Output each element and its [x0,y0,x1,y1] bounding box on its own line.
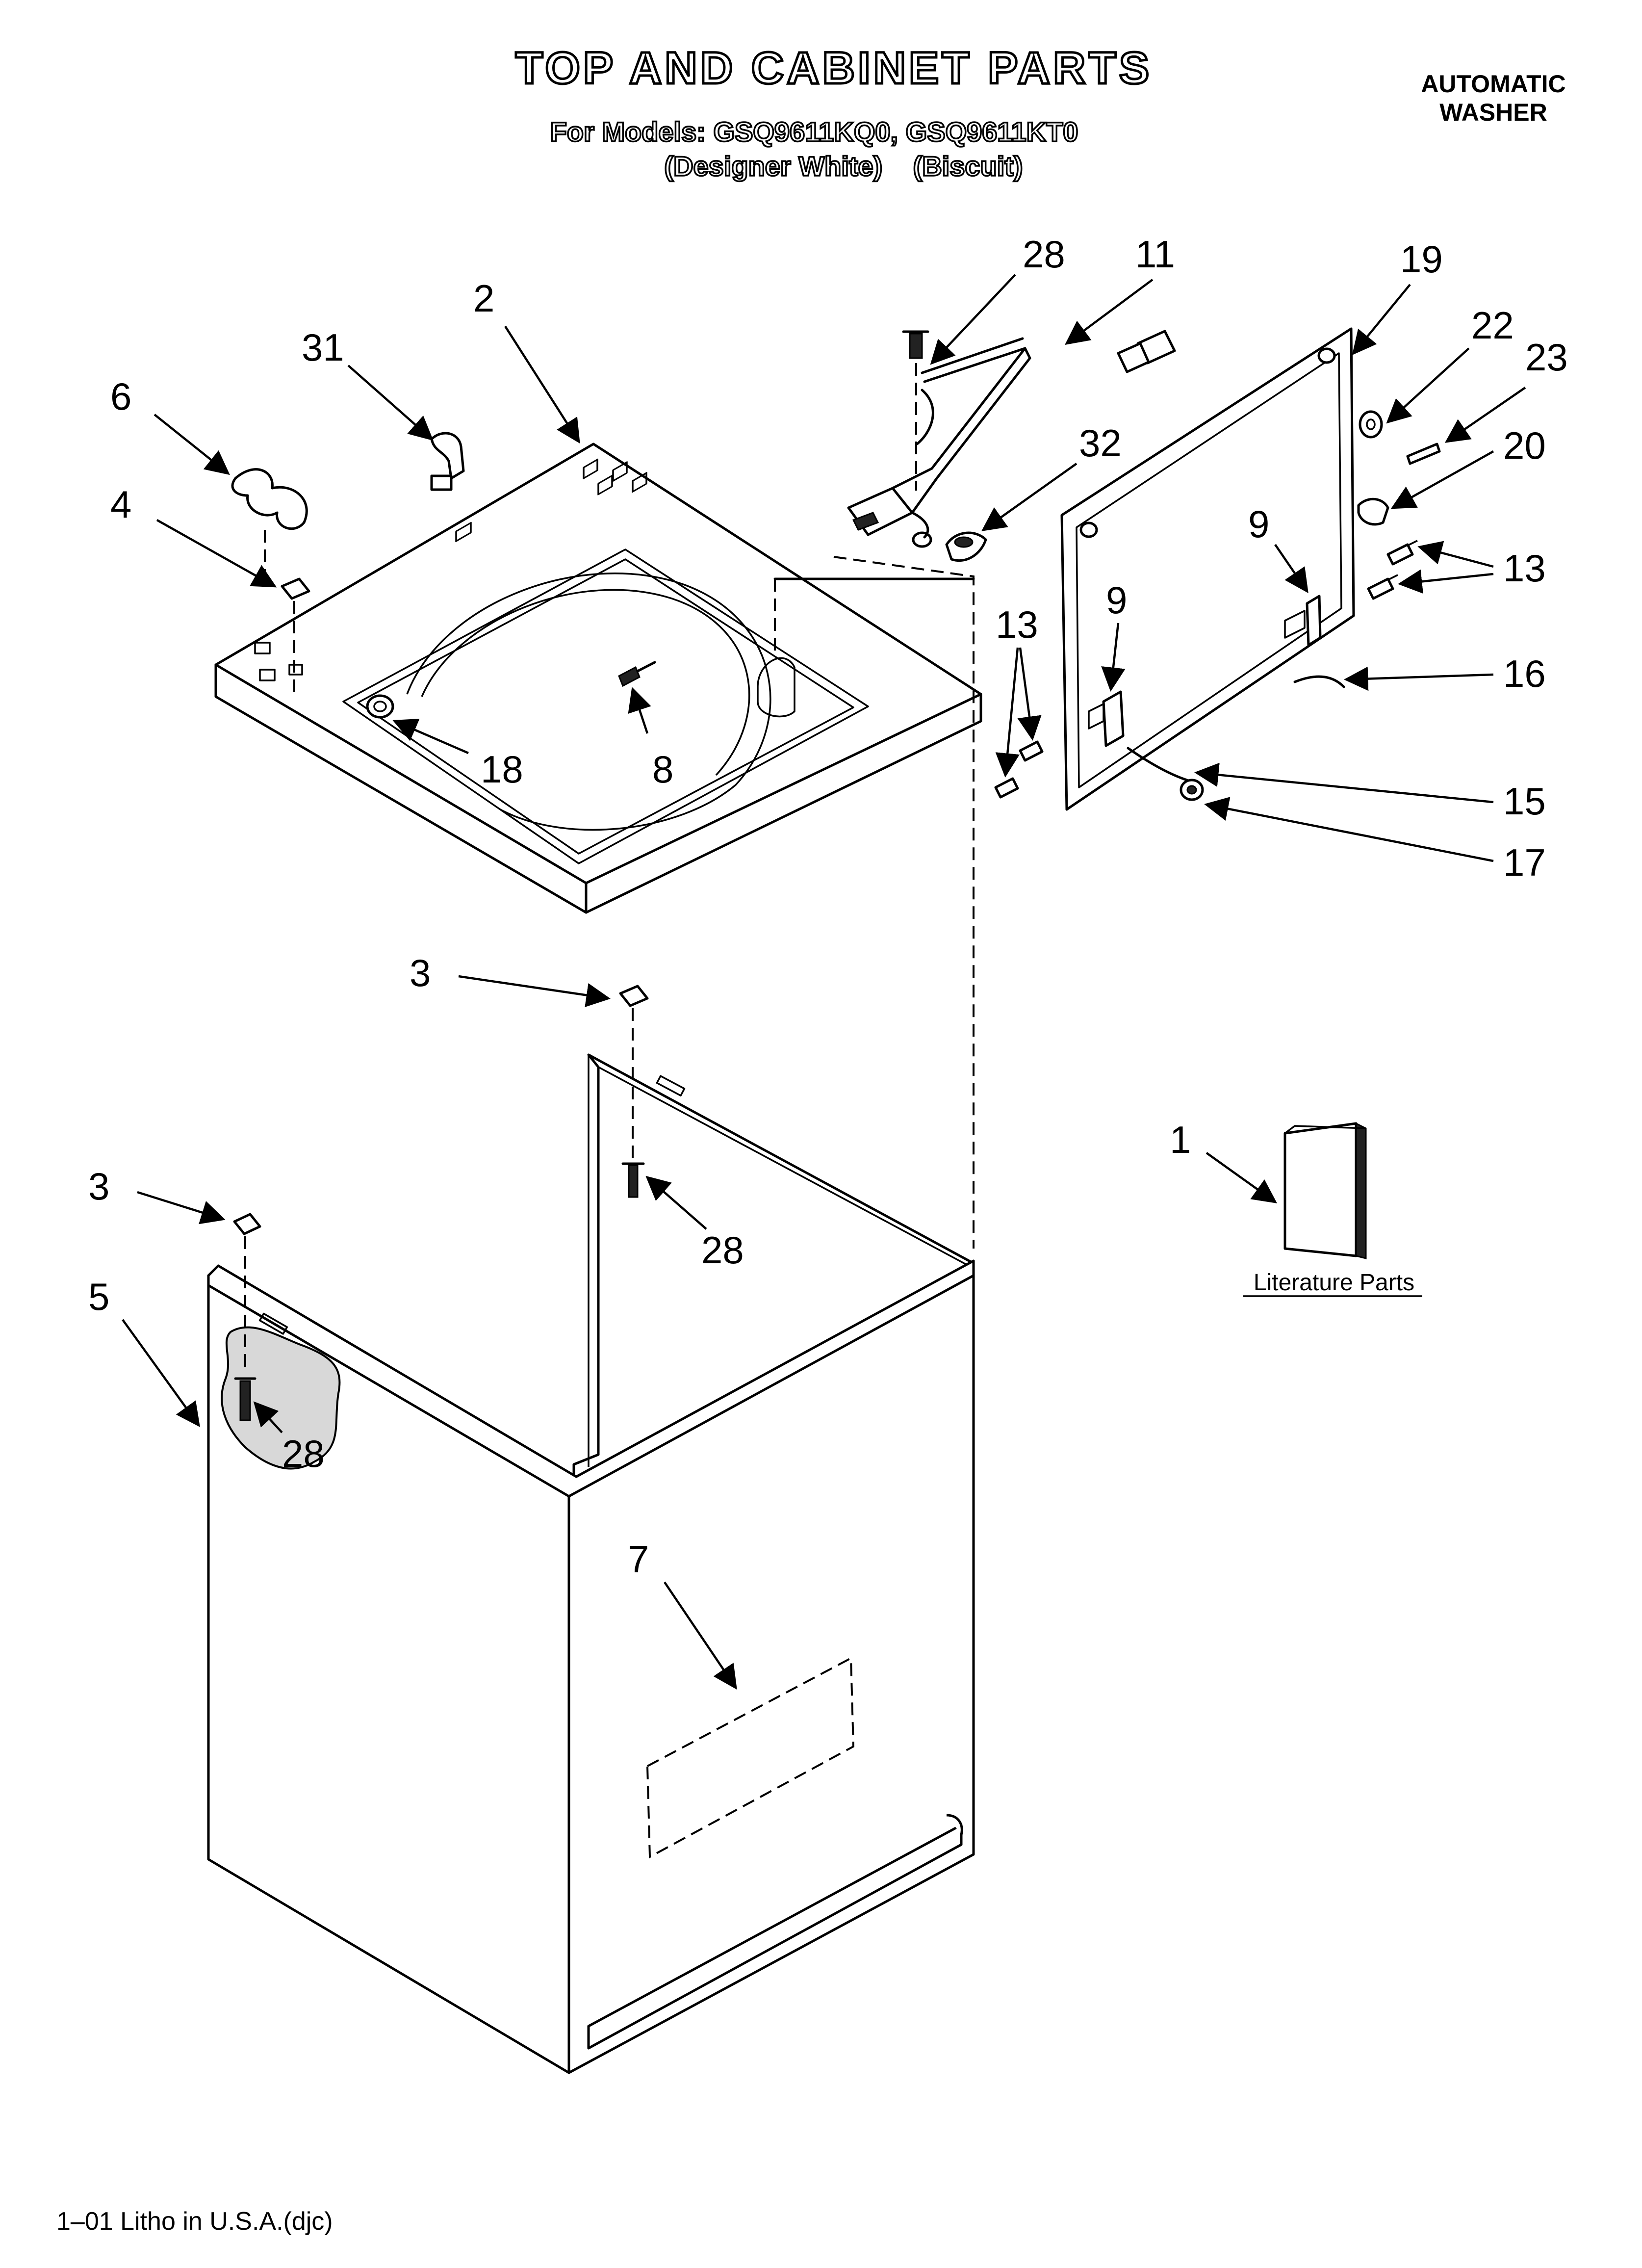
leader-17 [1204,797,1494,862]
callout-6: 6 [110,375,131,418]
washer-lid-part-19 [1060,327,1355,811]
leader-16 [1344,666,1494,691]
leader-18 [392,719,469,755]
leader-2 [504,325,580,444]
callout-28-middle: 28 [701,1228,744,1272]
leader-20 [1390,450,1494,509]
leader-23 [1444,387,1526,443]
callout-9-left: 9 [1106,578,1127,622]
leader-3-upper [458,975,611,1007]
leader-9-left [1101,623,1126,692]
callout-5: 5 [88,1275,109,1318]
leader-28-lower [253,1401,283,1434]
leader-1 [1206,1152,1278,1203]
leader-15 [1194,762,1494,804]
callout-22: 22 [1471,304,1514,347]
callout-4: 4 [110,483,131,526]
leader-6 [154,414,230,475]
callout-13-right: 13 [1503,547,1546,590]
bushing-part-17 [1180,779,1204,801]
leader-7 [664,1581,737,1690]
wire-harness-part-11 [916,330,1176,445]
clip-part-31 [430,432,465,491]
leader-8 [628,687,651,734]
callout-28-lower: 28 [282,1432,325,1475]
leader-4 [156,519,277,588]
literature-parts-label: Literature Parts [1254,1270,1414,1296]
callout-3-lower: 3 [88,1165,109,1208]
washer-part-22 [1359,410,1383,439]
washer-top-panel [214,443,982,914]
leader-28-middle [645,1175,707,1230]
callout-15: 15 [1503,780,1546,823]
callout-3-upper: 3 [410,951,431,994]
leader-22 [1386,347,1470,424]
footer-litho: 1–01 Litho in U.S.A.(djc) [56,2207,333,2236]
leader-11 [1065,279,1154,345]
pin-part-23 [1406,443,1441,465]
leader-13-left-b [1017,647,1042,741]
callout-31: 31 [302,326,344,369]
leader-32 [981,463,1078,531]
product-type-line2: WASHER [1439,99,1547,126]
callout-17: 17 [1503,841,1546,884]
leader-9-right [1274,544,1308,594]
callout-23: 23 [1525,336,1568,379]
screws-part-13-right [1367,540,1418,600]
callout-18: 18 [481,748,523,791]
callout-8: 8 [652,748,673,791]
clip-part-4 [281,577,310,697]
lid-switch-assembly [847,347,1031,548]
leader-13-right-a [1417,541,1494,568]
product-type-line1: AUTOMATIC [1421,70,1565,98]
bumper-part-20 [1357,497,1389,526]
screws-part-13-left [994,740,1044,799]
leader-13-right-b [1398,569,1494,594]
callout-16: 16 [1503,652,1546,695]
page-title: TOP AND CABINET PARTS [515,43,1152,93]
callout-2: 2 [473,277,494,320]
leader-3-lower [137,1191,226,1225]
clip-part-3-lower [233,1213,261,1374]
leader-19 [1352,284,1411,355]
callout-13-left: 13 [996,603,1038,646]
callout-19: 19 [1400,237,1443,281]
washer-cabinet [207,1053,975,2074]
literature-booklet-part-1 [1283,1122,1367,1259]
callout-28-top: 28 [1023,233,1065,276]
leader-5 [122,1319,200,1428]
screw-part-28-top [902,330,929,491]
callout-1: 1 [1170,1118,1191,1161]
callout-32: 32 [1079,421,1122,465]
leader-28-top [930,274,1016,365]
callout-9-right: 9 [1248,502,1269,546]
callout-11: 11 [1135,233,1175,276]
leader-13-left-a [995,647,1020,778]
callout-7: 7 [628,1538,649,1581]
models-line: For Models: GSQ9611KQ0, GSQ9611KT0 [550,116,1078,147]
grommet-part-32 [945,531,987,562]
dashed-path-switch [833,556,975,1249]
leader-31 [347,365,434,441]
colors-line: (Designer White) (Biscuit) [664,151,1023,182]
callout-20: 20 [1503,424,1546,467]
clip-part-3-upper [619,985,649,1158]
bracket-part-6 [231,468,308,530]
